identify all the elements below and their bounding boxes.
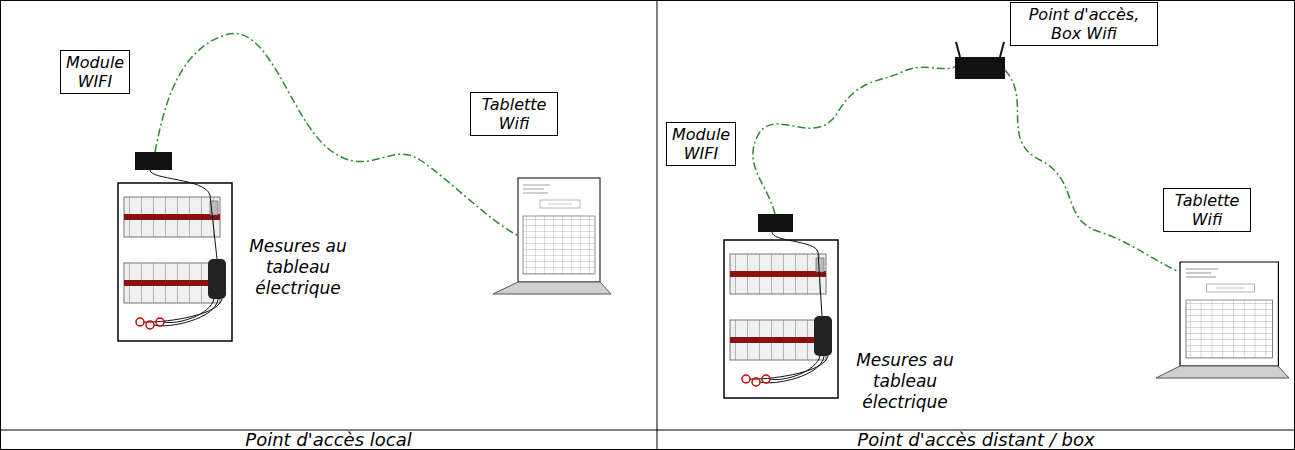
electrical-panel [724, 240, 838, 398]
label-box: Point d'accès, Box Wifi [1010, 2, 1158, 46]
router [955, 42, 1005, 79]
label-box: Tablette Wifi [1163, 188, 1251, 232]
label-box: Module WIFI [666, 122, 736, 166]
wire [772, 232, 822, 316]
caption-cell: Point d'accès distant / box [657, 430, 1295, 450]
electrical-panel [118, 183, 232, 341]
caption-cell: Point d'accès local [0, 430, 657, 450]
label-box: Module WIFI [60, 50, 130, 94]
box-text: Point d'accès, Box Wifi [1016, 5, 1152, 43]
wifi-module [758, 214, 793, 232]
wifi-module [135, 152, 172, 170]
measure-label: Mesures au tableau électrique [238, 236, 358, 299]
wifi-link [753, 67, 955, 214]
wifi-link [1005, 70, 1179, 272]
wifi-link [155, 33, 519, 236]
measure-label: Mesures au tableau électrique [845, 350, 965, 413]
wire [150, 170, 217, 259]
tablet-laptop [493, 178, 611, 294]
tablet-laptop [1156, 262, 1289, 378]
label-box: Tablette Wifi [470, 92, 558, 136]
box-text: Module WIFI [66, 53, 124, 91]
box-text: Tablette Wifi [476, 95, 552, 133]
box-text: Tablette Wifi [1169, 191, 1245, 229]
box-text: Module WIFI [672, 125, 730, 163]
